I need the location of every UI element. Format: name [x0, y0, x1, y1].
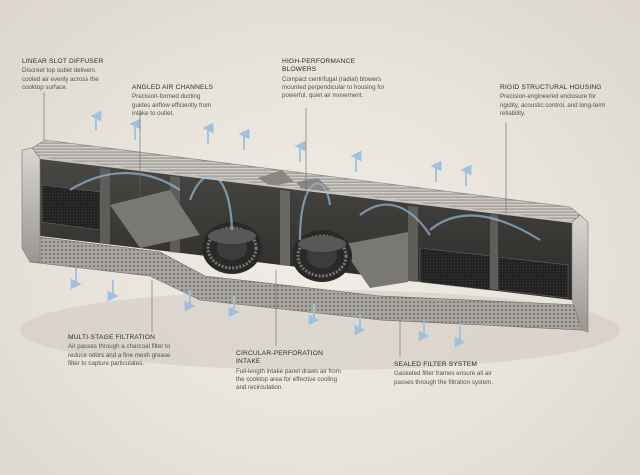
callout-description: Air passes through a charcoal filter to … [68, 343, 171, 367]
callout-rigid-structural-housing: RIGID STRUCTURAL HOUSING Precision-engin… [500, 84, 606, 118]
callout-description: Discreet top outlet delivers cooled air … [22, 67, 99, 91]
callout-circular-perforation-intake: CIRCULAR-PERFORATION INTAKE Full-length … [236, 350, 342, 392]
interior-rib-5 [490, 214, 498, 290]
callout-description: Precision-engineered enclosure for rigid… [500, 93, 606, 117]
callout-title: HIGH-PERFORMANCE BLOWERS [282, 58, 356, 74]
callout-description: Precision-formed ducting guides airflow … [132, 93, 212, 117]
charcoal-filter-right-1 [419, 247, 491, 291]
airflow-swirls [69, 172, 541, 241]
callout-title: SEALED FILTER SYSTEM [394, 361, 478, 368]
blower-left [202, 222, 262, 274]
charcoal-filter-right-2 [497, 256, 569, 299]
callout-multi-stage-filtration: MULTI-STAGE FILTRATION Air passes throug… [68, 334, 178, 368]
callout-title: CIRCULAR-PERFORATION INTAKE [236, 350, 324, 366]
interior-rib-1 [100, 168, 110, 244]
callout-angled-air-channels: ANGLED AIR CHANNELS Precision-formed duc… [132, 84, 216, 118]
interior-rib-3 [280, 190, 290, 266]
callout-description: Gasketed filter frames ensure all air pa… [394, 370, 494, 386]
callout-title: LINEAR SLOT DIFFUSER [22, 58, 104, 65]
interior-rib-4 [408, 206, 418, 282]
outlet-arrows [90, 110, 472, 186]
housing-end-right [571, 214, 589, 333]
callout-description: Full-length intake panel draws air from … [236, 367, 341, 392]
callout-sealed-filter-system: SEALED FILTER SYSTEM Gasketed filter fra… [394, 361, 498, 387]
blower-right [292, 230, 352, 282]
diffuser-slot-left [258, 170, 294, 186]
callout-linear-slot-diffuser: LINEAR SLOT DIFFUSER Discreet top outlet… [22, 58, 110, 92]
callout-high-performance-blowers: HIGH-PERFORMANCE BLOWERS Compact centrif… [282, 58, 388, 100]
angled-channel-left [110, 190, 200, 248]
intake-arrows [70, 268, 466, 348]
callout-description: Compact centrifugal (radial) blowers mou… [282, 75, 385, 100]
charcoal-filter-left [41, 184, 101, 231]
callout-title: RIGID STRUCTURAL HOUSING [500, 84, 602, 91]
callout-title: ANGLED AIR CHANNELS [132, 84, 214, 91]
housing-end-left [21, 147, 41, 263]
callout-title: MULTI-STAGE FILTRATION [68, 334, 156, 341]
angled-channel-right [340, 232, 408, 288]
